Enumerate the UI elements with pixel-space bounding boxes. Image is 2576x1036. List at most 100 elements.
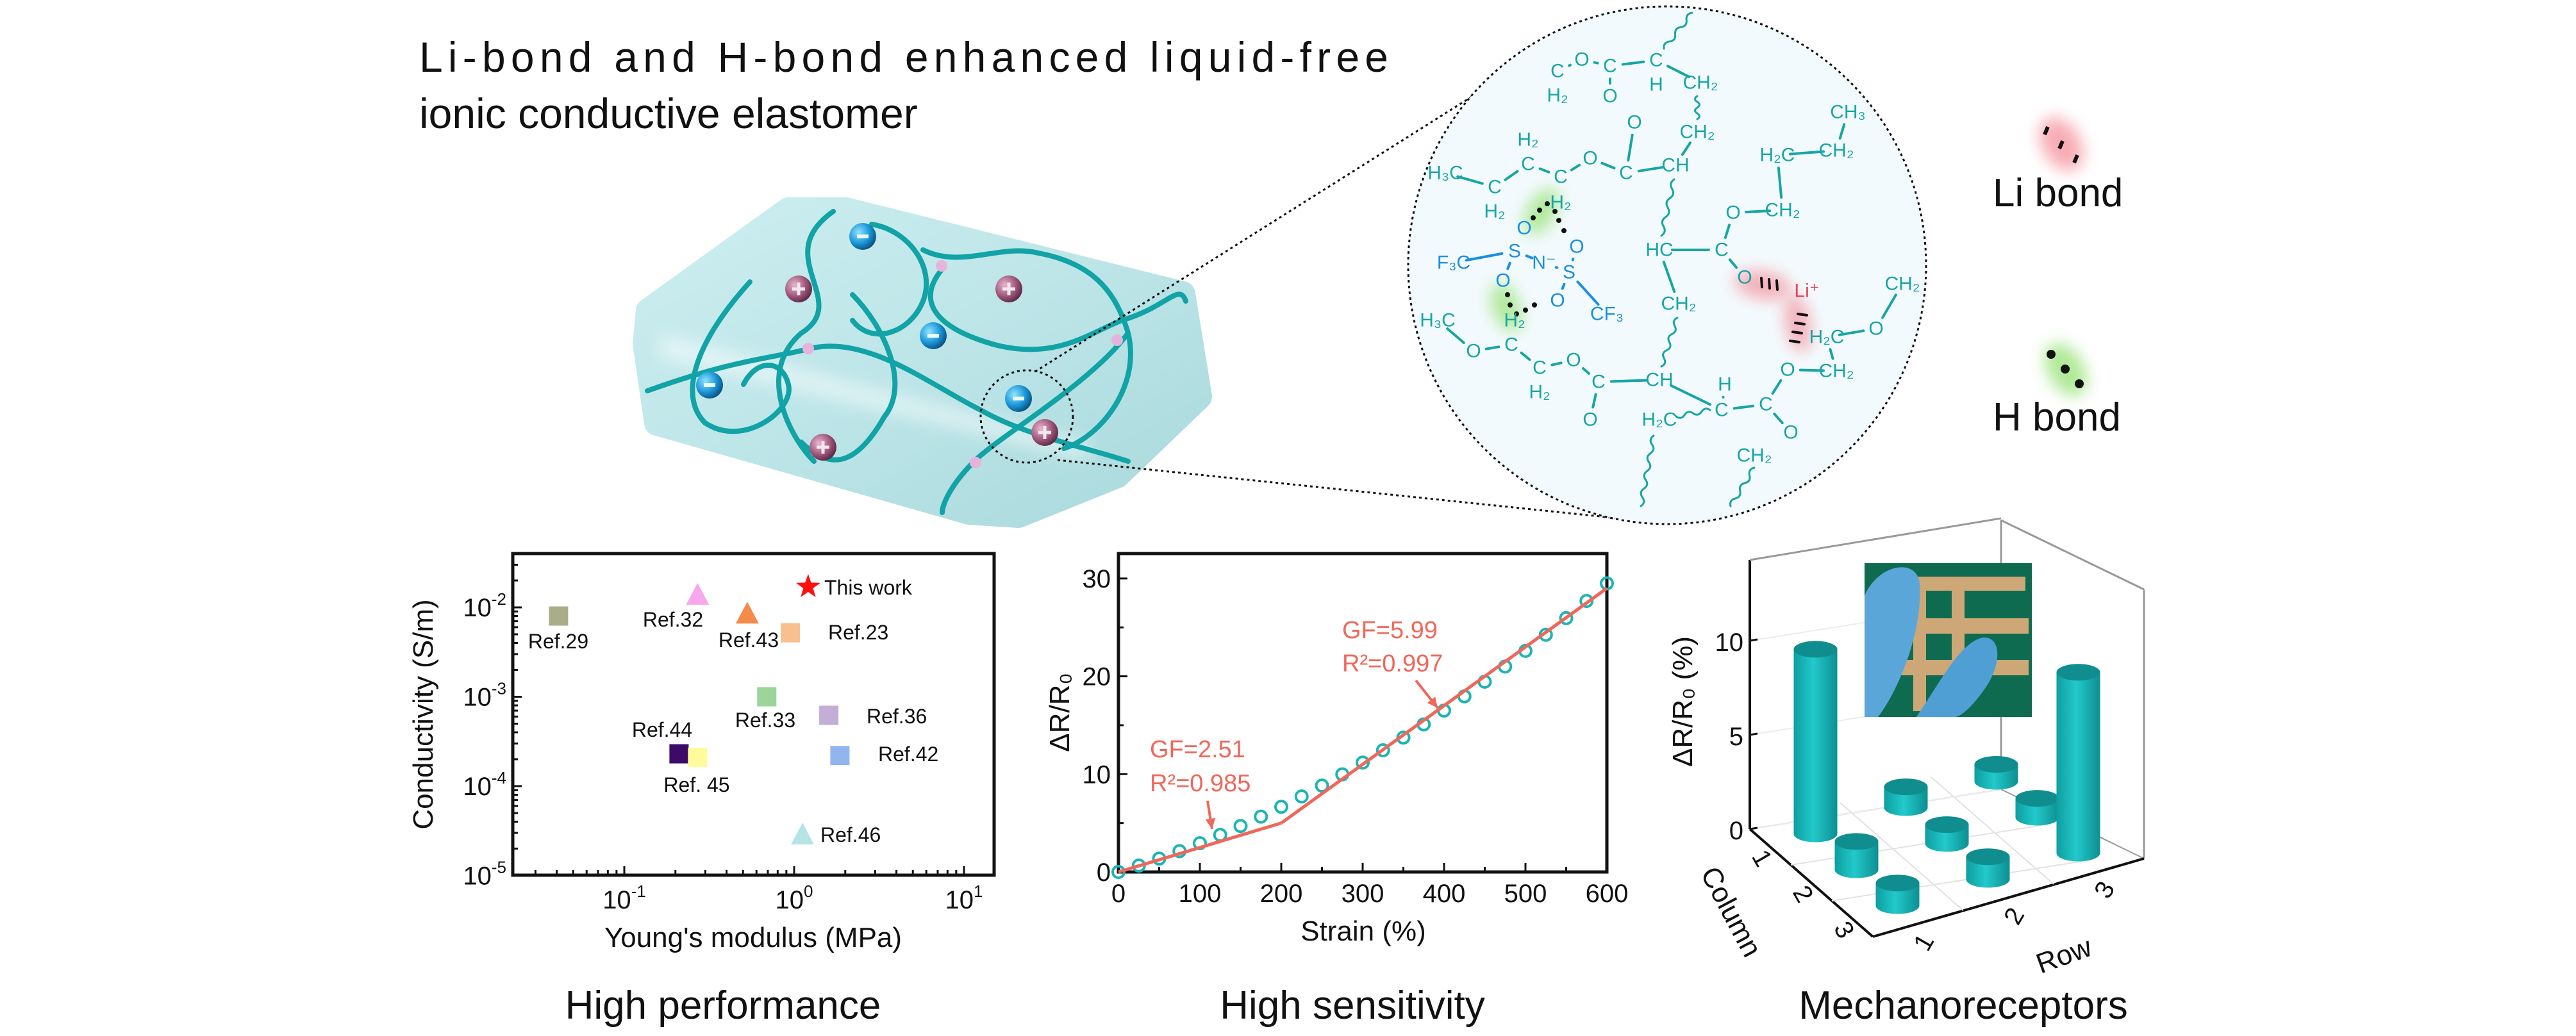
x-tick-label: 200 (1260, 880, 1303, 908)
grid-line (1840, 802, 1964, 911)
grid-line (1831, 860, 2084, 901)
chem-bond (1506, 261, 1511, 270)
cylinder-bar (2056, 664, 2100, 862)
chem-atom-label: C (1715, 400, 1729, 421)
cylinder-bar (1793, 641, 1838, 843)
chem-wavy-bond (1660, 317, 1679, 368)
h-bond-dot (1561, 228, 1566, 233)
chem-atom-label: H₃C (1427, 163, 1463, 184)
chem-atom-label: CH (1661, 155, 1689, 176)
reference-marker (757, 687, 777, 707)
anion-icon (849, 223, 876, 250)
reference-label: Ref.44 (632, 718, 692, 741)
y-tick-label: 10 (1083, 761, 1111, 789)
chem-bond (1669, 384, 1712, 406)
x-tick-label: 100 (1179, 880, 1222, 908)
chem-atom-label: O (1517, 218, 1531, 239)
grid-line (1749, 789, 2002, 830)
chem-atom-label: C (1603, 56, 1617, 77)
chem-atom-label: S (1508, 241, 1521, 262)
chem-bond (1744, 210, 1772, 213)
li-bond-label: Li bond (1993, 171, 2123, 215)
chem-bond (1773, 412, 1784, 425)
arrowhead-icon (1205, 818, 1216, 829)
h-bond-dot (1505, 292, 1510, 297)
chem-bond (1637, 166, 1665, 172)
cation-icon (785, 275, 812, 302)
reference-marker (735, 602, 759, 624)
chem-atom-label: O (1574, 49, 1589, 70)
h-bond-dot (1531, 215, 1536, 220)
chem-bond (1576, 280, 1600, 306)
chem-bond (1484, 345, 1500, 350)
chem-bond (1591, 393, 1597, 409)
chem-bond (1550, 361, 1563, 366)
chem-atom-label: O (1725, 202, 1740, 224)
reference-label: Ref.36 (867, 705, 927, 728)
molecular-zoom-circle (1407, 5, 1927, 525)
reference-label: Ref.43 (719, 629, 779, 652)
chem-atom-label: O (1466, 341, 1481, 362)
chem-bond (1525, 254, 1534, 259)
chem-bond (1788, 150, 1825, 156)
chem-wavy-bond (1675, 407, 1711, 419)
row-tick-label: 1 (1908, 929, 1940, 955)
chem-atom-label: CH₂ (1819, 140, 1854, 161)
chem-bond (1554, 266, 1559, 269)
z-tick (1749, 638, 1758, 642)
chem-atom-label: O (1627, 112, 1641, 133)
reference-marker (819, 705, 839, 725)
arrowhead-icon (1427, 696, 1438, 708)
gauge-factor-label: GF=5.99 (1342, 617, 1438, 644)
chem-atom-label: O (1780, 359, 1795, 381)
x-tick-label: 0 (1111, 880, 1126, 908)
reference-label: Ref.29 (528, 630, 588, 653)
cylinder-bar (1966, 848, 2010, 888)
chem-bond (1538, 167, 1550, 174)
reference-marker (669, 744, 689, 764)
chem-atom-label: C (1504, 334, 1518, 356)
chem-atom-label: O (1583, 409, 1597, 431)
reference-label: Ref.23 (828, 621, 888, 644)
chem-atom-label: H₂ (1529, 382, 1550, 403)
chem-bond (1561, 283, 1566, 290)
row-axis-label: Row (2032, 931, 2096, 980)
grid-line (1790, 825, 2043, 866)
crosslink-point (970, 457, 981, 468)
chem-atom-label: O (1566, 350, 1581, 371)
chart1-x-axis-label: Young's modulus (MPa) (604, 922, 902, 953)
chem-bond (1881, 293, 1897, 319)
chem-atom-label: O (1737, 267, 1752, 288)
chem-atom-label: O (1783, 422, 1798, 443)
cylinder-bar (1884, 778, 1928, 816)
reference-label: Ref.46 (820, 823, 881, 846)
h-bond-icon (2047, 350, 2084, 388)
chem-bond (1662, 260, 1676, 293)
h-bond-dot (1514, 311, 1519, 317)
chart2-y-axis-label: ΔR/R₀ (1044, 673, 1076, 752)
h-bond-glow (1490, 283, 1522, 333)
chem-atom-label: CH (1645, 370, 1673, 391)
anion-icon (1005, 385, 1032, 412)
chem-bond (1504, 170, 1519, 181)
y-tick-label: 20 (1083, 663, 1111, 691)
caption-high-performance: High performance (565, 983, 881, 1028)
chem-wavy-bond (1640, 434, 1655, 507)
column-axis-line (1749, 828, 1874, 938)
y-tick-label: 10-5 (463, 858, 506, 891)
z-tick (1749, 826, 1758, 830)
y-tick-label: 10-4 (463, 768, 506, 801)
anion-icon (920, 322, 947, 349)
chem-bond (1799, 368, 1825, 372)
chem-atom-label: H₃C (1420, 310, 1456, 331)
h-bond-dot (1556, 218, 1561, 223)
x-tick-label: 600 (1586, 880, 1629, 908)
chem-atom-label: HC (1645, 240, 1673, 261)
column-tick-label: 3 (1828, 917, 1859, 943)
data-point (1233, 819, 1248, 834)
chem-atom-label: CH₃ (1830, 102, 1866, 123)
